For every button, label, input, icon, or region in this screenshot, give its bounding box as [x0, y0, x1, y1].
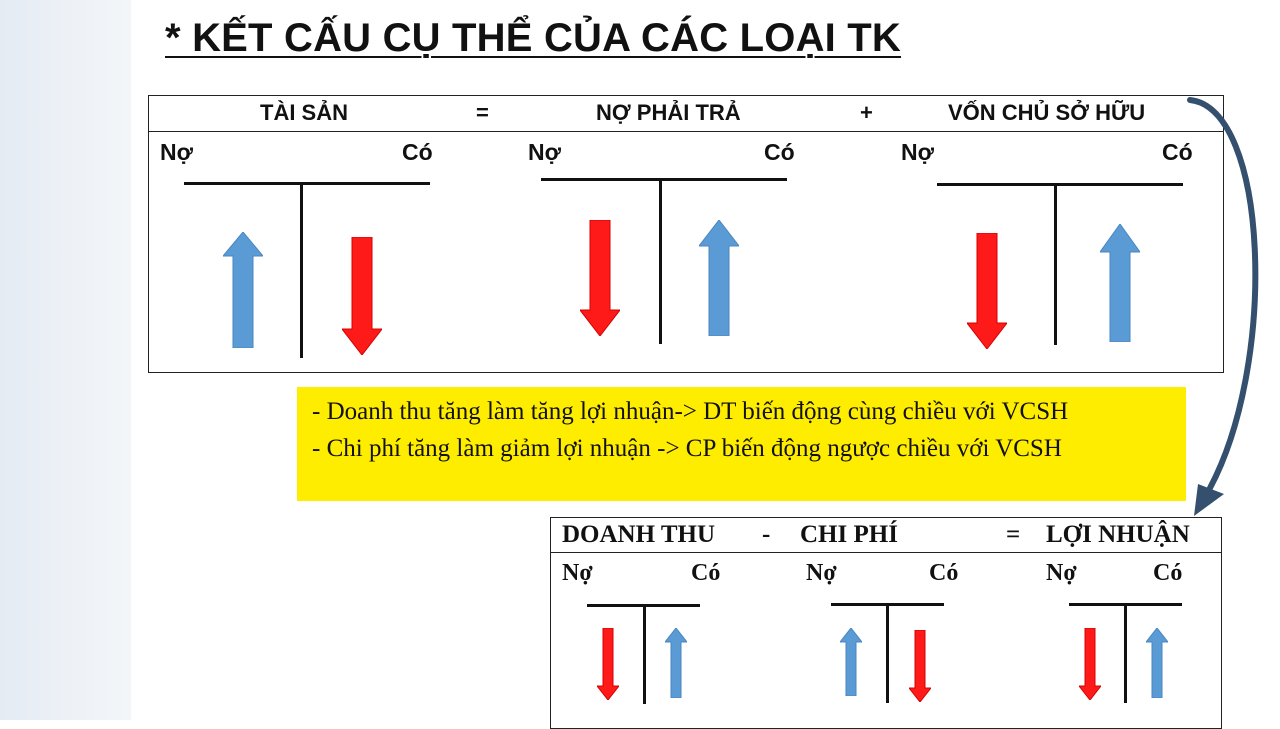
top-equation-box: TÀI SẢN = NỢ PHẢI TRẢ + VỐN CHỦ SỞ HỮU N… [148, 95, 1224, 373]
note-box: - Doanh thu tăng làm tăng lợi nhuận-> DT… [297, 387, 1186, 501]
term-chi-phi: CHI PHÍ [800, 521, 898, 548]
bottom-equation-box: DOANH THU - CHI PHÍ = LỢI NHUẬN Nợ Có Nợ… [550, 517, 1222, 729]
arrow-up-icon [1146, 628, 1168, 698]
credit-label: Có [929, 560, 959, 586]
arrow-up-icon [699, 220, 739, 336]
debit-label: Nợ [901, 139, 934, 165]
debit-label: Nợ [528, 139, 561, 165]
t-account-stem [1054, 183, 1057, 345]
t-account-stem [886, 603, 889, 703]
arrow-up-icon [665, 628, 687, 698]
arrow-down-icon [909, 630, 931, 702]
arrow-down-icon [342, 237, 382, 355]
credit-label: Có [1162, 139, 1193, 165]
credit-label: Có [402, 139, 433, 165]
term-von-chu-so-huu: VỐN CHỦ SỞ HỮU [948, 100, 1146, 125]
debit-label: Nợ [806, 560, 837, 586]
operator-equals: = [1006, 521, 1021, 548]
t-account-stem [659, 178, 662, 344]
operator-minus: - [762, 521, 771, 548]
debit-label: Nợ [562, 560, 593, 586]
credit-label: Có [1153, 560, 1183, 586]
header-divider [551, 552, 1221, 553]
t-account-stem [1124, 603, 1127, 703]
note-line-expense: - Chi phí tăng làm giảm lợi nhuận -> CP … [312, 435, 1062, 462]
term-tai-san: TÀI SẢN [260, 100, 348, 125]
operator-plus: + [860, 100, 873, 125]
arrow-down-icon [967, 233, 1007, 349]
arrow-down-icon [1079, 628, 1101, 700]
operator-equals: = [476, 100, 489, 125]
header-divider [149, 131, 1223, 132]
term-loi-nhuan: LỢI NHUẬN [1046, 521, 1190, 548]
debit-label: Nợ [1046, 560, 1077, 586]
t-account-stem [300, 182, 303, 358]
arrow-up-icon [840, 628, 862, 696]
t-account-bar [541, 178, 787, 181]
t-account-stem [643, 604, 646, 704]
left-panel [0, 0, 131, 720]
credit-label: Có [691, 560, 721, 586]
note-line-revenue: - Doanh thu tăng làm tăng lợi nhuận-> DT… [312, 398, 1069, 425]
arrow-down-icon [597, 628, 619, 700]
term-doanh-thu: DOANH THU [562, 521, 716, 548]
arrow-down-icon [580, 220, 620, 336]
credit-label: Có [764, 139, 795, 165]
term-no-phai-tra: NỢ PHẢI TRẢ [596, 100, 741, 125]
debit-label: Nợ [160, 139, 193, 165]
arrow-up-icon [223, 232, 263, 348]
slide-title: * KẾT CẤU CỤ THỂ CỦA CÁC LOẠI TK [165, 16, 902, 60]
arrow-up-icon [1100, 224, 1140, 342]
t-account-bar [937, 183, 1183, 186]
t-account-bar [184, 182, 430, 185]
